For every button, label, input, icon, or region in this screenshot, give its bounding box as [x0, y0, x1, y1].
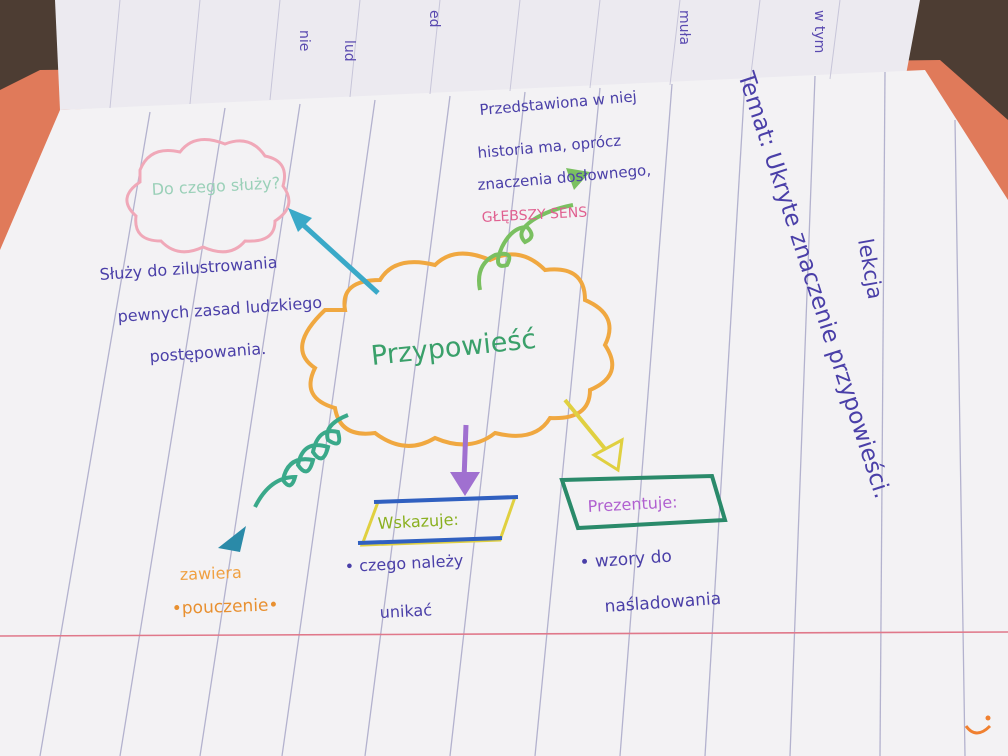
left-box-top [373, 495, 519, 504]
contains-line: •pouczenie• [171, 595, 278, 619]
right-box-frame [559, 473, 728, 531]
right-box-title: Prezentuje: [587, 492, 678, 516]
svg-text:ed: ed [426, 10, 442, 28]
arrow-head-question [288, 208, 312, 232]
svg-text:w tym: w tym [811, 10, 827, 53]
corner-mark-dot [985, 715, 991, 721]
arrow-head-left-box [450, 472, 480, 496]
contains-title: zawiera [179, 563, 242, 584]
arrow-to-story [477, 203, 574, 291]
question-cloud [125, 138, 291, 254]
arrow-to-contains [253, 413, 349, 508]
arrow-to-right-box [563, 398, 608, 452]
back-page-scribbles: nie lud muła w tym ed [296, 10, 827, 62]
left-box-bottom [357, 536, 503, 545]
arrow-to-left-box [461, 424, 469, 481]
svg-text:nie: nie [296, 30, 312, 51]
svg-text:muła: muła [676, 10, 692, 45]
arrow-head-right-box [591, 437, 624, 473]
corner-mark [964, 724, 992, 735]
left-box-title: Wskazuje: [377, 510, 459, 533]
svg-text:lud: lud [341, 40, 357, 62]
story-line-4: GŁĘBSZY SENS [481, 204, 587, 226]
arrow-head-story [566, 168, 590, 190]
arrow-head-contains [218, 526, 246, 552]
left-box-line-2: unikać [379, 600, 432, 622]
margin-line [0, 631, 1008, 637]
arrow-to-question [298, 220, 380, 295]
back-page-lines [109, 0, 841, 109]
